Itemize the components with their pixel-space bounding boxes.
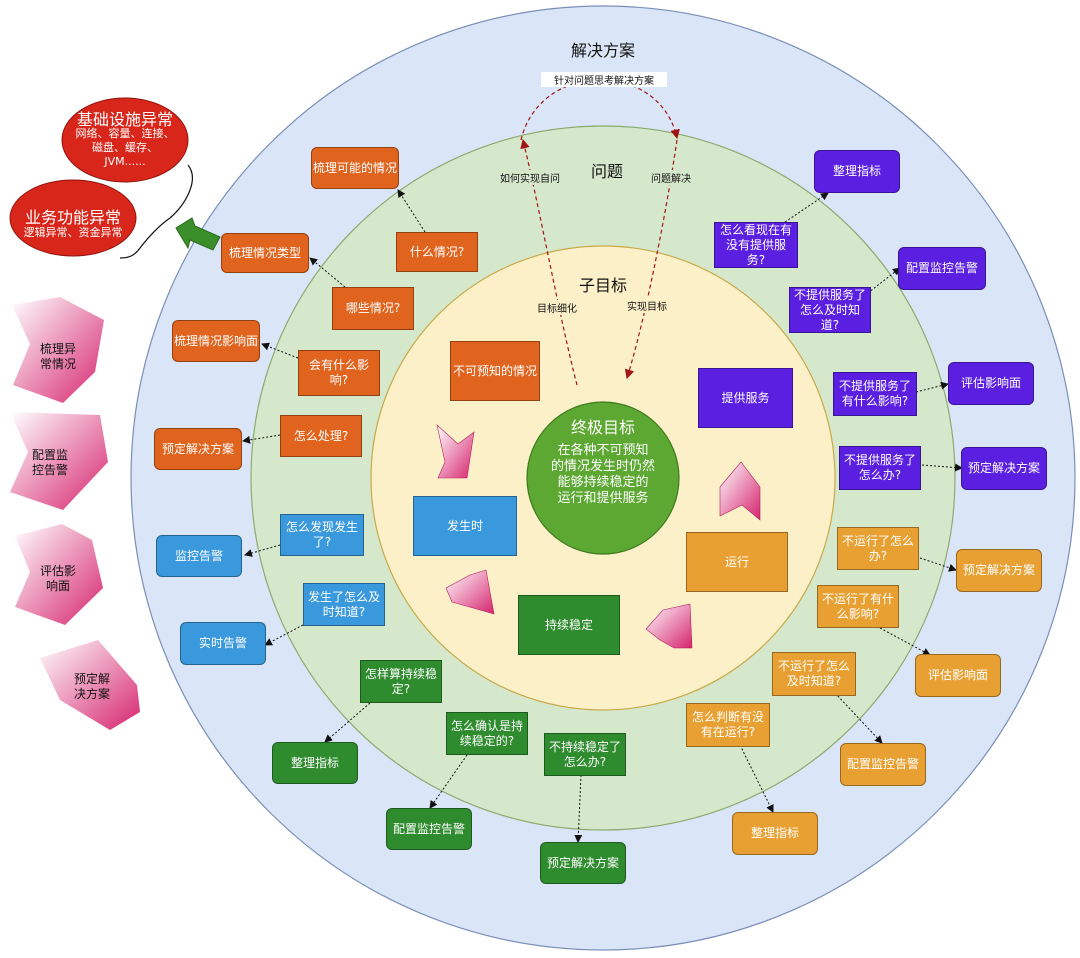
purple-question: 怎么看现在有 没有提供服 务? bbox=[714, 222, 798, 268]
connector bbox=[429, 754, 468, 809]
gold-question: 不运行了怎么 及时知道? bbox=[772, 652, 856, 696]
gold-solution: 评估影响面 bbox=[915, 654, 1001, 697]
gold-question: 不运行了有什 么影响? bbox=[817, 585, 899, 628]
connector bbox=[264, 624, 304, 646]
green-question: 怎样算持续稳 定? bbox=[360, 660, 442, 703]
connector bbox=[834, 692, 883, 744]
pink-arrow bbox=[436, 424, 475, 479]
ring-label-problem: 问题 bbox=[590, 162, 623, 181]
orange-question: 会有什么影 响? bbox=[298, 350, 380, 396]
blue-question: 发生了怎么及 时知道? bbox=[303, 583, 385, 626]
purple-question: 不提供服务了 怎么办? bbox=[839, 446, 921, 490]
gold-question: 不运行了怎么 办? bbox=[837, 527, 919, 570]
ring-label-subgoal: 子目标 bbox=[578, 276, 627, 295]
green-arrow bbox=[175, 217, 221, 251]
orange-solution: 梳理可能的情况 bbox=[311, 147, 399, 189]
step-chevron bbox=[40, 640, 140, 730]
blue-solution: 监控告警 bbox=[156, 535, 242, 577]
green-question: 不持续稳定了 怎么办? bbox=[544, 733, 626, 776]
subgoal-provide-service: 提供服务 bbox=[698, 368, 793, 428]
green-question: 怎么确认是持 续稳定的? bbox=[446, 712, 528, 755]
purple-solution: 评估影响面 bbox=[948, 362, 1034, 405]
arrow-label-how: 如何实现自问 bbox=[494, 170, 566, 185]
purple-solution: 整理指标 bbox=[814, 150, 900, 193]
connector bbox=[397, 189, 426, 233]
subgoal-unpredictable: 不可预知的情况 bbox=[450, 341, 540, 401]
step-chevron bbox=[15, 524, 103, 625]
gold-solution: 配置监控告警 bbox=[840, 743, 926, 786]
green-solution: 整理指标 bbox=[272, 742, 358, 784]
gold-solution: 预定解决方案 bbox=[956, 549, 1042, 592]
step-chevron bbox=[10, 412, 108, 510]
green-solution: 配置监控告警 bbox=[386, 808, 472, 850]
orange-question: 什么情况? bbox=[396, 232, 478, 272]
infra-exception-text: 网络、容量、连接、 磁盘、缓存、 JVM...... bbox=[75, 127, 175, 168]
subgoal-happen: 发生时 bbox=[413, 496, 517, 556]
blue-solution: 实时告警 bbox=[180, 622, 266, 665]
gold-question: 怎么判断有没 有在运行? bbox=[686, 703, 770, 747]
green-solution: 预定解决方案 bbox=[540, 842, 626, 884]
step-label: 配置监 控告警 bbox=[31, 448, 68, 477]
biz-exception-text: 逻辑异常、资金异常 bbox=[23, 226, 123, 239]
core-title: 终极目标 bbox=[570, 418, 635, 437]
connector bbox=[261, 342, 299, 359]
purple-solution: 预定解决方案 bbox=[961, 447, 1047, 490]
blue-question: 怎么发现发生 了? bbox=[280, 514, 364, 556]
connector bbox=[574, 774, 583, 843]
connector bbox=[921, 463, 963, 472]
arrow-label-achieve: 实现目标 bbox=[622, 298, 672, 313]
core-circle bbox=[526, 401, 680, 555]
core-text: 在各种不可预知 的情况发生时仍然 能够持续稳定的 运行和提供服务 bbox=[550, 443, 655, 506]
connector bbox=[915, 381, 949, 393]
orange-solution: 梳理情况类型 bbox=[221, 233, 309, 273]
infra-exception-title: 基础设施异常 bbox=[76, 110, 173, 129]
arrow-label-solve: 问题解决 bbox=[645, 170, 697, 185]
purple-question: 不提供服务了 怎么及时知 道? bbox=[789, 287, 871, 333]
step-label: 梳理异 常情况 bbox=[39, 342, 76, 371]
step-chevron bbox=[12, 297, 104, 403]
orange-question: 怎么处理? bbox=[280, 415, 362, 457]
orange-solution: 梳理情况影响面 bbox=[172, 320, 260, 362]
purple-question: 不提供服务了 有什么影响? bbox=[833, 372, 917, 416]
subgoal-run: 运行 bbox=[686, 532, 788, 592]
biz-exception-title: 业务功能异常 bbox=[24, 208, 121, 227]
step-label: 预定解 决方案 bbox=[73, 672, 110, 701]
brace bbox=[119, 164, 193, 259]
pink-arrow bbox=[445, 569, 495, 615]
gold-solution: 整理指标 bbox=[732, 812, 818, 855]
step-label: 评估影 响面 bbox=[39, 564, 76, 593]
connector bbox=[324, 702, 371, 743]
infra-exception-bubble bbox=[61, 97, 189, 183]
orange-question: 哪些情况? bbox=[332, 287, 414, 330]
biz-exception-bubble bbox=[9, 179, 137, 257]
arrow-label-think: 针对问题思考解决方案 bbox=[541, 72, 667, 87]
ring-label-solution: 解决方案 bbox=[570, 41, 635, 60]
orange-solution: 预定解决方案 bbox=[154, 428, 242, 470]
connector bbox=[879, 627, 931, 656]
pink-arrow bbox=[719, 461, 761, 521]
purple-solution: 配置监控告警 bbox=[898, 247, 986, 290]
arrow-label-refine: 目标细化 bbox=[532, 300, 582, 315]
connector bbox=[309, 257, 346, 288]
connector bbox=[739, 744, 774, 813]
connector bbox=[784, 192, 829, 223]
pink-arrow bbox=[645, 603, 693, 649]
subgoal-stable: 持续稳定 bbox=[518, 595, 620, 655]
